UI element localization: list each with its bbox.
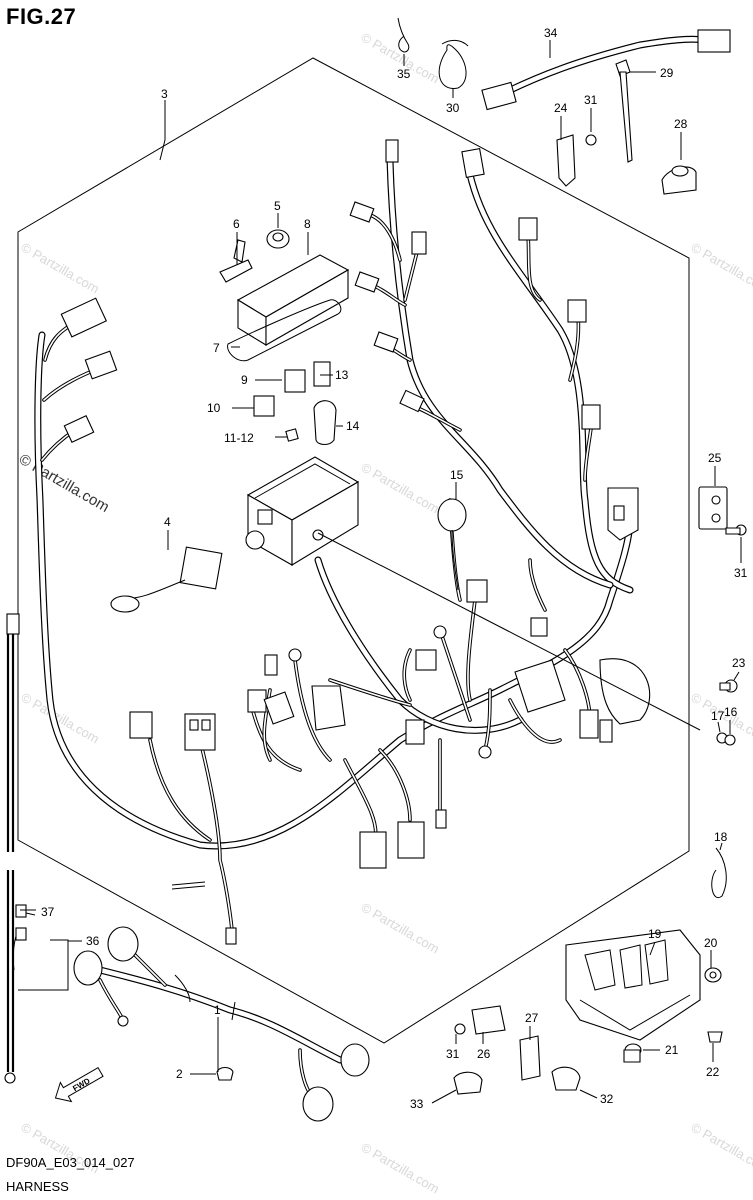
callout-31-top: 31 (584, 93, 598, 107)
watermark: © Partzilla.com (689, 240, 753, 297)
callout-27: 27 (525, 1011, 539, 1025)
watermark: © Partzilla.com (359, 1140, 442, 1197)
callout-7: 7 (213, 341, 220, 355)
fwd-arrow-icon: FWD (54, 1066, 104, 1103)
small-parts (110, 229, 651, 725)
callout-20: 20 (704, 936, 718, 950)
callout-26: 26 (477, 1047, 491, 1061)
callout-24: 24 (554, 101, 568, 115)
callout-9: 9 (241, 373, 248, 387)
callout-21: 21 (665, 1043, 679, 1057)
callout-19: 19 (648, 927, 662, 941)
callout-4: 4 (164, 515, 171, 529)
callout-10: 10 (207, 401, 221, 415)
connectors (60, 139, 639, 945)
watermark: © Partzilla.com (689, 1120, 753, 1177)
diagram-name: HARNESS (6, 1179, 69, 1194)
callout-8: 8 (304, 217, 311, 231)
watermark: © Partzilla.com (359, 900, 442, 957)
side-parts (397, 17, 747, 1095)
callout-1: 1 (214, 1003, 221, 1017)
callout-30: 30 (446, 101, 460, 115)
callout-35: 35 (397, 67, 411, 81)
callout-13: 13 (335, 368, 349, 382)
callout-31-low: 31 (446, 1047, 460, 1061)
callout-14: 14 (346, 419, 360, 433)
diagram-code: DF90A_E03_014_027 (6, 1155, 135, 1170)
partzilla-logo: © Partzilla.com (16, 451, 112, 516)
callout-15: 15 (450, 468, 464, 482)
callout-22: 22 (706, 1065, 720, 1079)
figure-title: FIG.27 (6, 4, 77, 29)
main-harness (34, 156, 634, 932)
callout-16: 16 (724, 705, 738, 719)
callout-31-mid: 31 (734, 566, 748, 580)
callout-25: 25 (708, 451, 722, 465)
callout-11-12: 11-12 (224, 431, 254, 445)
callout-17: 17 (711, 709, 725, 723)
watermark: © Partzilla.com (359, 460, 442, 517)
callouts: 3 6 5 8 7 9 13 10 14 11-12 15 4 1 2 35 3… (41, 26, 748, 1111)
sub-harness (73, 926, 370, 1122)
callout-32: 32 (600, 1092, 614, 1106)
callout-37: 37 (41, 905, 55, 919)
callout-34: 34 (544, 26, 558, 40)
callout-28: 28 (674, 117, 688, 131)
callout-23: 23 (732, 656, 746, 670)
callout-3: 3 (161, 87, 168, 101)
callout-6: 6 (233, 217, 240, 231)
left-wire-group (4, 613, 69, 1084)
callout-33: 33 (410, 1097, 424, 1111)
watermark: © Partzilla.com (19, 240, 102, 297)
callout-2: 2 (176, 1067, 183, 1081)
connector-box (245, 456, 360, 566)
callout-18: 18 (714, 830, 728, 844)
callout-29: 29 (660, 66, 674, 80)
callout-5: 5 (274, 199, 281, 213)
callout-36: 36 (86, 934, 100, 948)
leader-lines (25, 40, 742, 1104)
assembly-frame (17, 57, 690, 1044)
